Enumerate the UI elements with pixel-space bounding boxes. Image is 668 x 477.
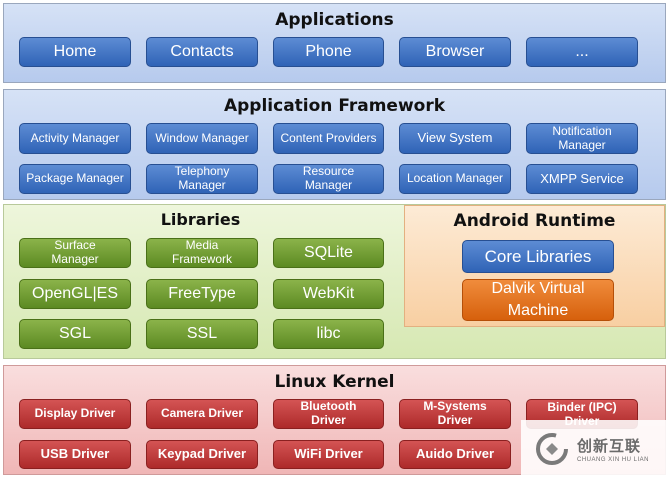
framework-title: Application Framework	[223, 96, 446, 116]
kernel-audio-driver: Auido Driver	[399, 440, 511, 469]
fw-content-providers: Content Providers	[273, 123, 384, 154]
watermark: 创新互联 CHUANG XIN HU LIAN	[521, 420, 668, 477]
fw-package-manager: Package Manager	[19, 164, 131, 194]
kernel-usb-driver: USB Driver	[19, 440, 131, 469]
kernel-bluetooth-driver: Bluetooth Driver	[273, 399, 384, 429]
app-home: Home	[19, 37, 131, 67]
fw-view-system: View System	[399, 123, 511, 154]
lib-opengl-es: OpenGL|ES	[19, 279, 131, 309]
brand-logo-icon	[536, 432, 568, 465]
kernel-msystems-driver: M-Systems Driver	[399, 399, 511, 429]
kernel-title: Linux Kernel	[274, 372, 395, 392]
lib-libc: libc	[273, 319, 384, 349]
lib-sgl: SGL	[19, 319, 131, 349]
fw-telephony-manager: Telephony Manager	[146, 164, 258, 194]
app-more: ...	[526, 37, 638, 67]
lib-ssl: SSL	[146, 319, 258, 349]
runtime-title: Android Runtime	[453, 211, 616, 231]
lib-media-framework: Media Framework	[146, 238, 258, 268]
app-phone: Phone	[273, 37, 384, 67]
fw-xmpp-service: XMPP Service	[526, 164, 638, 194]
fw-resource-manager: Resource Manager	[273, 164, 384, 194]
kernel-display-driver: Display Driver	[19, 399, 131, 429]
lib-webkit: WebKit	[273, 279, 384, 309]
watermark-brand-en: CHUANG XIN HU LIAN	[577, 456, 650, 463]
app-browser: Browser	[399, 37, 511, 67]
app-contacts: Contacts	[146, 37, 258, 67]
fw-location-manager: Location Manager	[399, 164, 511, 194]
fw-activity-manager: Activity Manager	[19, 123, 131, 154]
lib-sqlite: SQLite	[273, 238, 384, 268]
lib-surface-manager: Surface Manager	[19, 238, 131, 268]
applications-title: Applications	[275, 10, 394, 30]
kernel-camera-driver: Camera Driver	[146, 399, 258, 429]
runtime-core-libraries: Core Libraries	[462, 240, 614, 273]
kernel-wifi-driver: WiFi Driver	[273, 440, 384, 469]
lib-freetype: FreeType	[146, 279, 258, 309]
kernel-keypad-driver: Keypad Driver	[146, 440, 258, 469]
runtime-dalvik-vm: Dalvik Virtual Machine	[462, 279, 614, 321]
libraries-title: Libraries	[160, 210, 241, 229]
watermark-brand-cn: 创新互联	[577, 436, 642, 455]
fw-notification-manager: Notification Manager	[526, 123, 638, 154]
fw-window-manager: Window Manager	[146, 123, 258, 154]
